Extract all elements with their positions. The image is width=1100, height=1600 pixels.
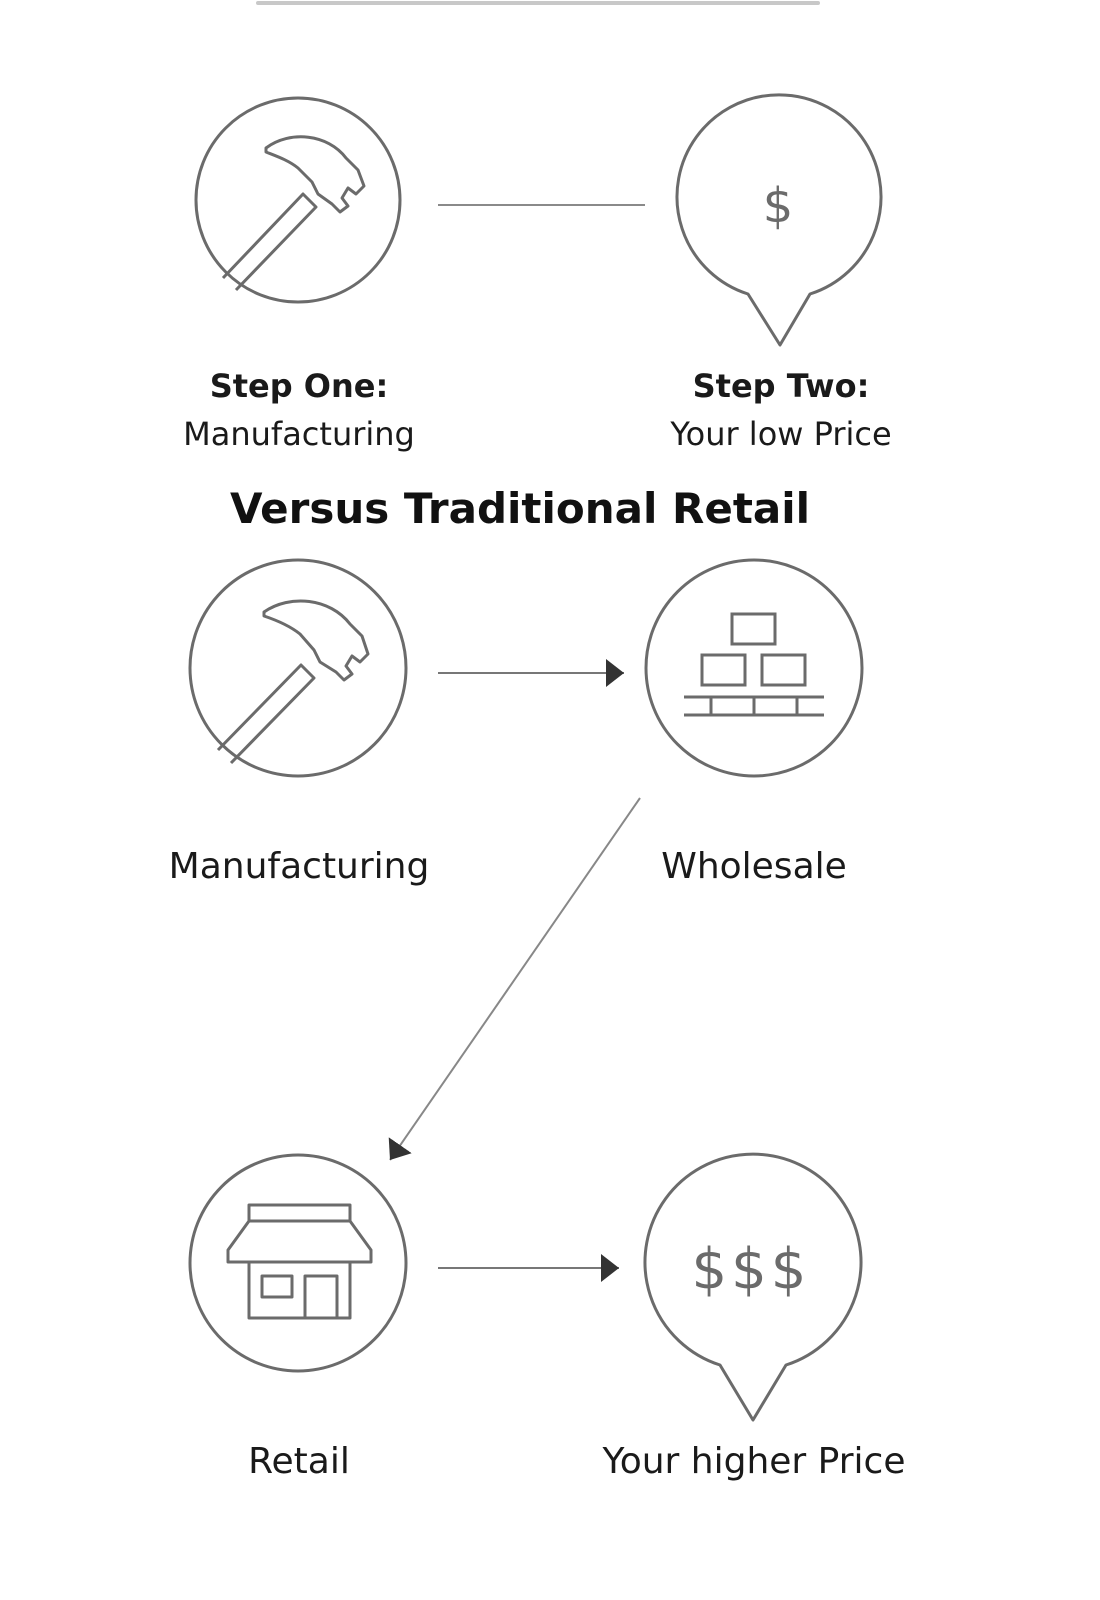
step-two-node: $	[675, 93, 883, 347]
step-one-label: Step One: Manufacturing	[183, 362, 415, 458]
storefront-icon	[226, 1203, 373, 1320]
higher-price-symbol: $$$	[692, 1237, 811, 1302]
hammer-icon	[216, 599, 370, 765]
wholesale-circle	[644, 558, 864, 778]
manufacturing-node	[188, 558, 408, 778]
higher-price-node: $$$	[643, 1152, 863, 1422]
step-two-bubble	[675, 93, 883, 347]
step-two-title: Step Two:	[692, 367, 870, 405]
step-two-label: Step Two: Your low Price	[670, 362, 891, 458]
section-heading: Versus Traditional Retail	[229, 484, 811, 533]
step-two-subtitle: Your low Price	[670, 415, 892, 453]
wholesale-node	[644, 558, 864, 778]
retail-circle	[188, 1153, 408, 1373]
step-one-circle	[194, 96, 402, 304]
wholesale-label: Wholesale	[661, 846, 847, 887]
higher-price-bubble	[643, 1152, 863, 1422]
step-two-symbol: $	[763, 178, 794, 234]
step-one-subtitle: Manufacturing	[183, 415, 415, 453]
manufacturing-circle	[188, 558, 408, 778]
retail-node	[188, 1153, 408, 1373]
step-one-title: Step One:	[209, 367, 389, 405]
hammer-icon	[221, 135, 366, 292]
arrow-wholesale-to-retail	[388, 797, 641, 1161]
pallet-boxes-icon	[684, 612, 824, 717]
step-one-node	[194, 96, 402, 304]
retail-label: Retail	[248, 1441, 350, 1482]
manufacturing-label: Manufacturing	[168, 846, 430, 887]
higher-price-label: Your higher Price	[602, 1441, 906, 1482]
